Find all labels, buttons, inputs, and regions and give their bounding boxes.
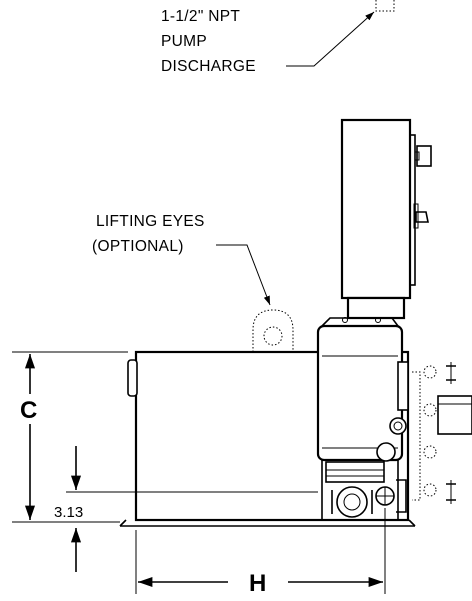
discharge-line-2: PUMP (161, 33, 207, 50)
gauge-face (393, 421, 403, 431)
valve-handle (376, 442, 396, 462)
lifting-line-1: LIFTING EYES (96, 213, 205, 230)
motor-housing (316, 324, 404, 462)
control-stand (346, 296, 406, 320)
dimension-offset: 3.13 (42, 446, 318, 572)
base-corners (119, 519, 416, 527)
pump-discharge-callout: 1-1/2" NPT PUMP DISCHARGE (161, 0, 395, 75)
pipe-bracket (396, 479, 407, 513)
hidden-fitting-4 (423, 483, 437, 497)
enclosure-door-edge (409, 134, 416, 286)
control-box (340, 118, 432, 320)
cap-bolt-2 (375, 317, 381, 323)
hidden-fitting-1 (423, 365, 437, 379)
latch-plate (413, 203, 419, 229)
pressure-gauge (389, 417, 407, 435)
dimension-h: H (135, 508, 386, 597)
discharge-line-3: DISCHARGE (161, 58, 256, 75)
pump-volute (336, 486, 368, 518)
disconnect-switch (416, 145, 432, 167)
dimension-offset-label: 3.13 (54, 504, 83, 521)
dimension-c: C (12, 351, 128, 523)
lifting-leader (216, 244, 271, 306)
side-piping (412, 362, 472, 504)
side-nozzle (437, 395, 472, 435)
tank-fitting (127, 359, 138, 397)
motor-cap (321, 317, 399, 327)
volute-flanges (331, 490, 373, 514)
discharge-line-1: 1-1/2" NPT (161, 8, 240, 25)
pump-motor (316, 317, 409, 520)
discharge-fitting-hidden (375, 0, 395, 12)
lifting-eye-hole (263, 326, 283, 346)
dimension-h-label: H (249, 570, 266, 597)
coupling-detail (326, 469, 384, 477)
switch-mount (414, 151, 420, 161)
control-enclosure (340, 118, 412, 300)
hidden-fitting-3 (423, 445, 437, 459)
volute-eye (343, 493, 361, 511)
dimension-c-label: C (20, 397, 37, 424)
valve-cross (376, 487, 394, 505)
lifting-eyes-callout: LIFTING EYES (OPTIONAL) (92, 213, 294, 367)
cap-bolt-1 (342, 317, 348, 323)
lifting-line-2: (OPTIONAL) (92, 238, 184, 255)
motor-junction-box (397, 361, 409, 411)
pump-coupling (325, 461, 385, 483)
discharge-leader (286, 11, 375, 67)
hidden-fitting-2 (423, 403, 437, 417)
door-latch (415, 211, 429, 223)
pump-legs (321, 460, 399, 520)
hidden-pipe (412, 371, 421, 501)
